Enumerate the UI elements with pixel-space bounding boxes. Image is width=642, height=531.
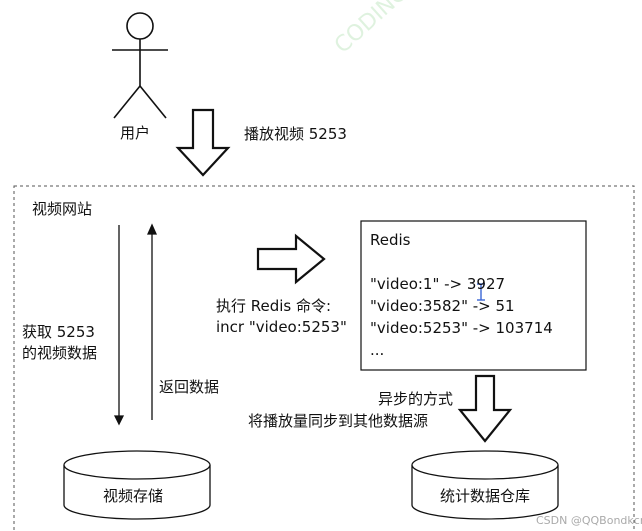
text-cursor-icon [477,283,485,301]
warehouse-cylinder [411,450,559,520]
website-label: 视频网站 [32,200,93,218]
fetch-arrow [113,225,125,426]
storage-cylinder [63,450,211,520]
user-label: 用户 [120,124,151,142]
user-figure [112,12,168,119]
command-label-line1: 执行 Redis 命令: [216,297,332,315]
storage-label: 视频存储 [103,487,164,505]
redis-entry: "video:1" -> 3927 [370,275,506,293]
async-arrow [457,374,513,443]
website-frame [13,185,635,531]
corner-watermark: CSDN @QQBondkcrh [536,514,642,527]
redis-title: Redis [370,231,411,249]
command-arrow [256,233,326,285]
redis-box [360,220,587,371]
redis-entry: "video:5253" -> 103714 [370,319,553,337]
fetch-label-line1: 获取 5253 [22,323,95,341]
redis-entry: ... [370,341,385,359]
warehouse-label: 统计数据仓库 [440,487,531,505]
fetch-label-line2: 的视频数据 [22,344,98,362]
play-arrow [175,108,231,177]
async-label-line1: 异步的方式 [378,390,454,408]
play-video-label: 播放视频 5253 [244,125,347,143]
command-label-line2: incr "video:5253" [216,318,347,336]
redis-entry: "video:3582" -> 51 [370,297,515,315]
async-label-line2: 将播放量同步到其他数据源 [248,412,429,430]
return-arrow [146,223,158,420]
return-label: 返回数据 [159,378,220,396]
